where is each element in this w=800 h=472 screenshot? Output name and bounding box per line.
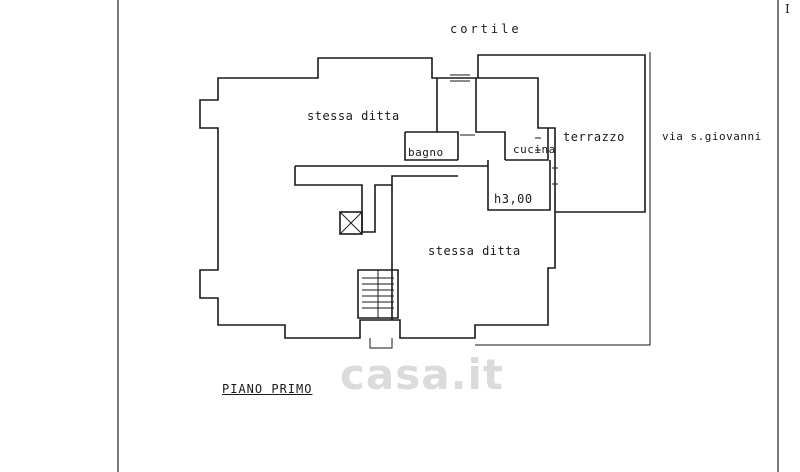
- label-stessa-ditta-upper: stessa ditta: [307, 109, 400, 123]
- label-bagno: bagno: [408, 146, 444, 159]
- label-cucina: cucina: [513, 143, 556, 156]
- label-sheet-corner-mark: I: [785, 2, 791, 16]
- internal-wall-bathroom: [404, 131, 458, 161]
- internal-wall-room-h3: [487, 160, 551, 211]
- entrance-steps: [369, 338, 393, 349]
- internal-wall-kitchen-right: [505, 128, 549, 161]
- street-boundary: [475, 52, 651, 346]
- window-marks: [450, 74, 558, 185]
- label-terrazzo: terrazzo: [563, 130, 625, 144]
- label-cortile: cortile: [450, 22, 522, 36]
- elevator-symbol: [339, 211, 363, 235]
- watermark-casa-it: casa.it: [340, 350, 505, 399]
- label-via-s-giovanni: via s.giovanni: [662, 130, 762, 143]
- label-floor-name: PIANO PRIMO: [222, 382, 313, 396]
- terrazzo-outline: [477, 54, 646, 213]
- label-stessa-ditta-lower: stessa ditta: [428, 244, 521, 258]
- building-outline: [199, 57, 556, 339]
- internal-wall-upper: [436, 78, 459, 160]
- label-ceiling-height: h3,00: [494, 192, 533, 206]
- stair-treads: [362, 270, 394, 318]
- corridor-walls: [294, 165, 488, 233]
- internal-wall-kitchen: [475, 78, 506, 160]
- stair-core: [357, 185, 399, 320]
